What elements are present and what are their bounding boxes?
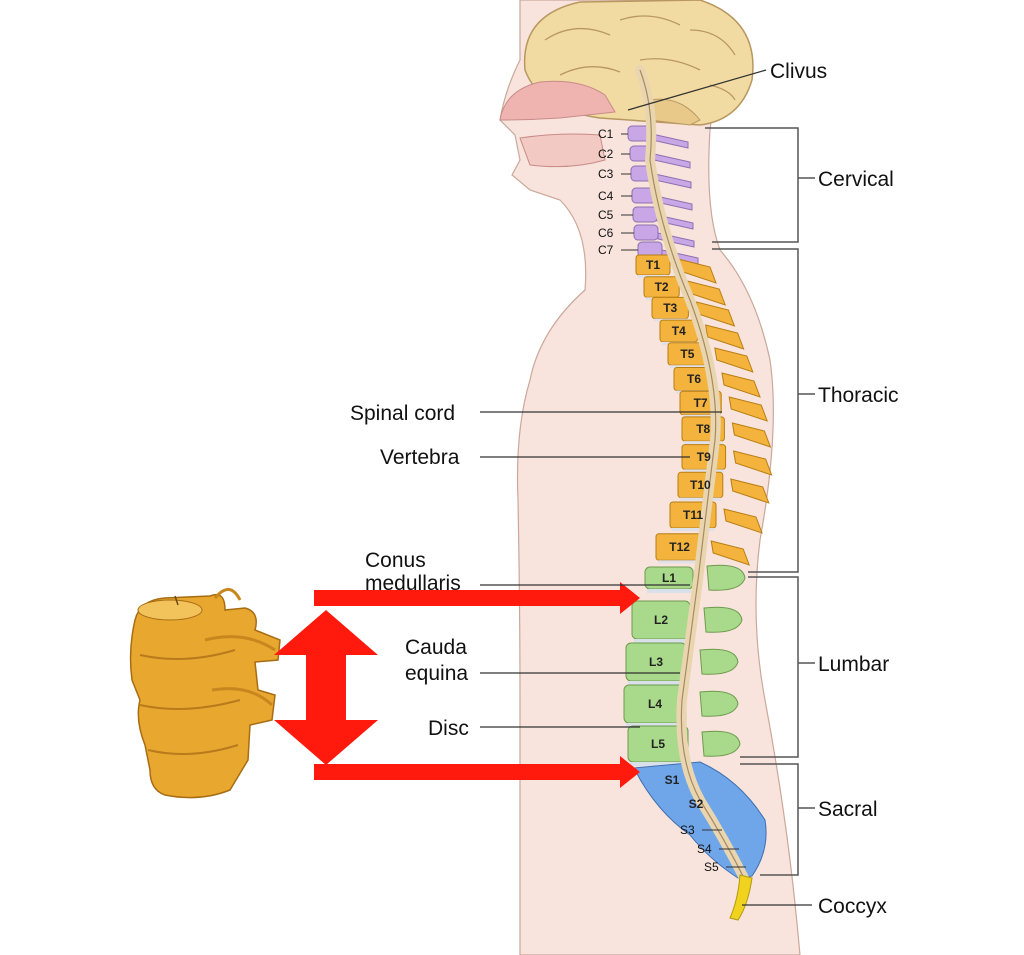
conus-label-line2: medullaris [365, 572, 461, 595]
vertebra-c5 [632, 206, 658, 223]
disc-label: Disc [428, 717, 469, 740]
spinal-column [623, 125, 773, 879]
clivus-leader [627, 69, 767, 111]
label-c6: C6 [598, 226, 614, 240]
label-l5: L5 [651, 737, 665, 751]
nasal-cavity [499, 80, 616, 168]
process-l5 [701, 730, 741, 757]
disc-l5 [630, 762, 686, 766]
cauda-label-line1: Cauda [405, 636, 467, 659]
disc-l2 [634, 639, 688, 643]
body-silhouette [499, 0, 801, 955]
spinal-cord-outline [639, 69, 746, 881]
label-t6: T6 [687, 372, 701, 386]
clivus-label: Clivus [770, 60, 827, 83]
vertebra-c6 [633, 224, 659, 241]
process-t4 [704, 324, 745, 350]
process-t9 [732, 450, 773, 476]
cervical-label: Cervical [818, 168, 894, 191]
process-t10 [730, 478, 770, 504]
vertebra-label: Vertebra [380, 446, 460, 469]
process-l3 [699, 648, 739, 675]
disc-t11 [672, 528, 714, 531]
label-s4: S4 [697, 842, 712, 856]
vertebra-labels: C1C2C3C4C5C6C7T1T2T3T4T5T6T7T8T9T10T11T1… [598, 127, 746, 874]
lumbar-label: Lumbar [818, 653, 889, 676]
label-s2: S2 [689, 797, 704, 811]
label-l2: L2 [654, 613, 668, 627]
label-t9: T9 [697, 450, 711, 464]
vertebra-candle-photo [129, 588, 281, 799]
disc-l3 [628, 681, 684, 685]
label-t12: T12 [669, 540, 690, 554]
region-brackets [705, 127, 815, 876]
thoracic-label: Thoracic [818, 384, 899, 407]
process-l1 [706, 564, 746, 591]
process-t6 [721, 372, 761, 398]
process-l2 [703, 606, 743, 633]
label-t7: T7 [694, 396, 708, 410]
vertical-double-arrow [274, 610, 378, 765]
label-t4: T4 [672, 324, 686, 338]
spinal-cord-label: Spinal cord [350, 402, 455, 425]
cauda-label-line2: equina [405, 662, 468, 685]
lumbar-bracket [740, 576, 815, 758]
disc-t9 [684, 469, 724, 473]
label-c2: C2 [598, 147, 614, 161]
label-s3: S3 [680, 823, 695, 837]
label-t5: T5 [680, 347, 694, 361]
disc-t5 [670, 365, 705, 369]
label-l4: L4 [648, 697, 662, 711]
cervical-bracket [705, 127, 815, 243]
red-arrows [274, 582, 640, 788]
upper-horizontal-arrow [314, 582, 640, 614]
conus-label-line1: Conus [365, 549, 426, 572]
label-t1: T1 [646, 258, 660, 272]
coccyx-bone [729, 874, 753, 921]
process-l4 [699, 690, 739, 717]
sacral-label: Sacral [818, 798, 878, 821]
label-s5: S5 [704, 860, 719, 874]
label-s1: S1 [665, 773, 680, 787]
coccyx-label: Coccyx [818, 895, 887, 918]
label-t2: T2 [655, 280, 669, 294]
disc-t7 [682, 414, 720, 418]
process-t8 [731, 422, 772, 448]
disc-t10 [680, 497, 721, 501]
label-c5: C5 [598, 208, 614, 222]
label-c1: C1 [598, 127, 614, 141]
process-t12 [710, 540, 751, 566]
label-t3: T3 [663, 301, 677, 315]
leader-lines [480, 69, 812, 906]
label-c4: C4 [598, 189, 614, 203]
label-l3: L3 [649, 655, 663, 669]
lower-horizontal-arrow [314, 756, 640, 788]
process-t11 [723, 508, 763, 534]
process-t5 [714, 347, 754, 373]
label-t10: T10 [690, 478, 711, 492]
label-l1: L1 [662, 571, 676, 585]
label-c3: C3 [598, 167, 614, 181]
disc-l4 [626, 723, 684, 727]
disc-t12 [658, 560, 702, 564]
disc-l1 [647, 589, 691, 593]
thoracic-bracket [712, 248, 815, 573]
disc-t8 [684, 441, 723, 445]
label-c7: C7 [598, 243, 614, 257]
sacral-bracket [740, 763, 815, 876]
label-t11: T11 [683, 508, 703, 522]
label-t8: T8 [696, 422, 710, 436]
process-t7 [728, 396, 769, 422]
